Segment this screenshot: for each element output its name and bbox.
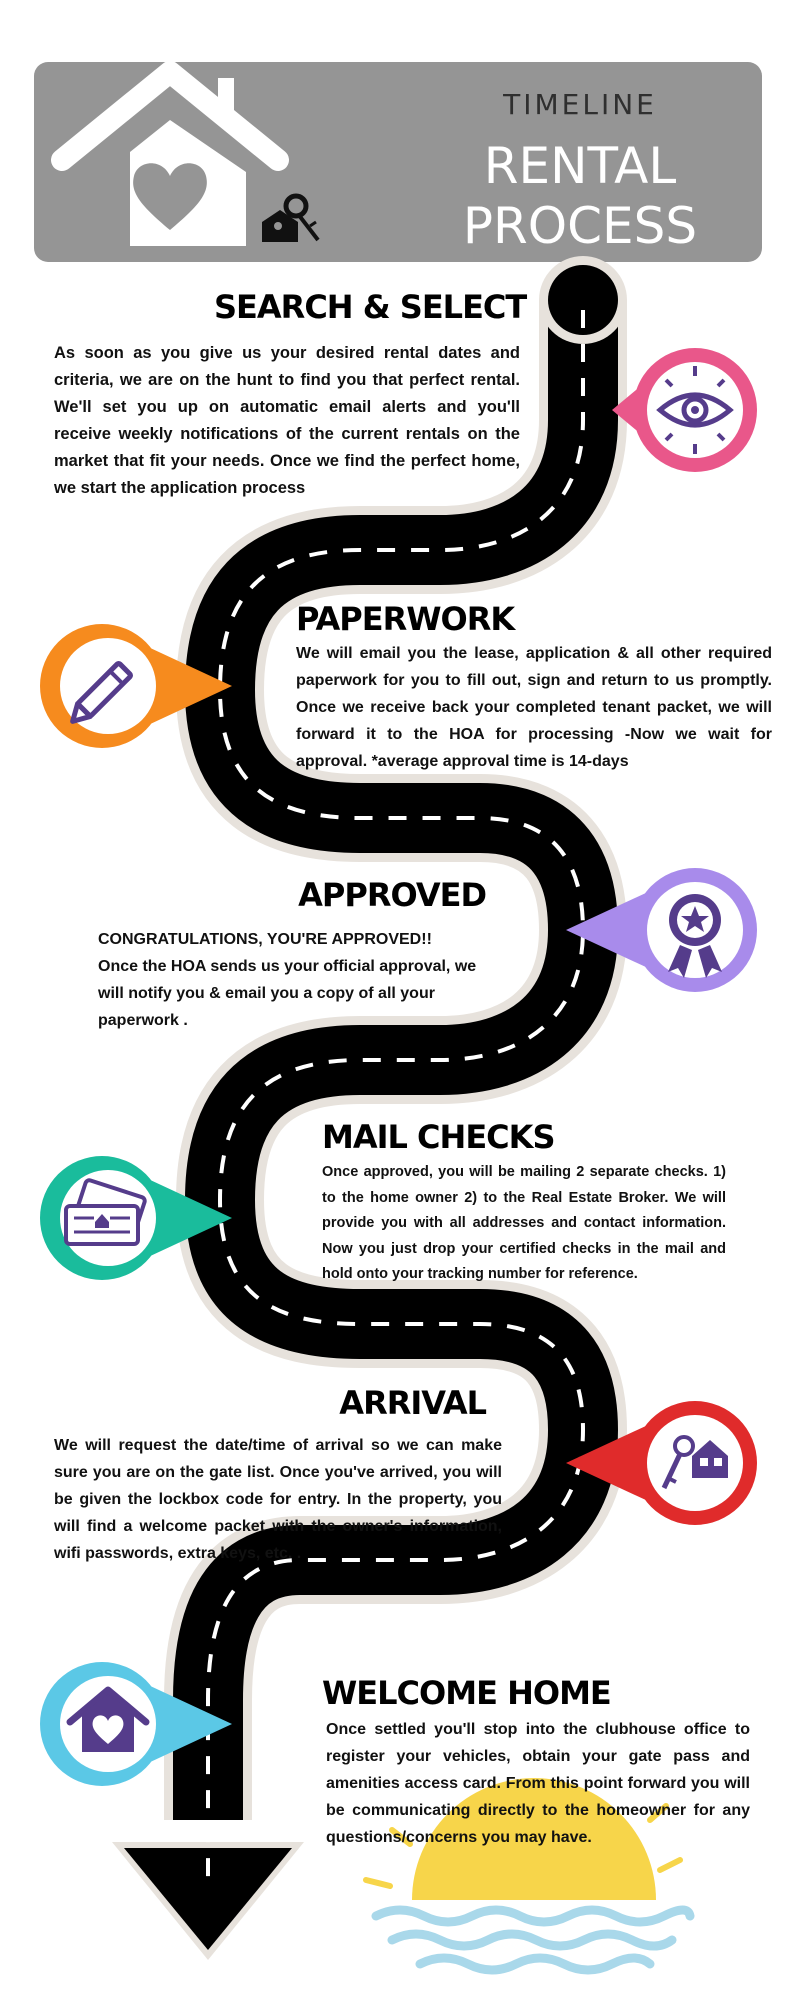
keys-icon <box>262 193 320 242</box>
house-heart-icon <box>51 61 289 246</box>
marker-approved <box>566 868 757 992</box>
header-subtitle: TIMELINE <box>503 88 657 121</box>
marker-welcome-home <box>40 1662 232 1786</box>
step-title-welcome-home: WELCOME HOME <box>322 1674 612 1712</box>
heart-house-icon <box>66 1686 150 1752</box>
step-approved-text: CONGRATULATIONS, YOU'RE APPROVED!! Once … <box>98 926 498 1034</box>
step-title-arrival: ARRIVAL <box>339 1384 487 1422</box>
marker-paperwork <box>40 624 232 748</box>
step-body-search-select: As soon as you give us your desired rent… <box>54 344 520 497</box>
marker-arrival <box>566 1401 757 1525</box>
award-ribbon-icon <box>668 894 722 978</box>
step-body-paperwork: We will email you the lease, application… <box>296 645 772 770</box>
check-envelope-icon <box>64 1178 147 1246</box>
step-title-mail-checks: MAIL CHECKS <box>322 1118 555 1156</box>
header-title: RENTAL PROCESS <box>430 136 730 256</box>
sunset-icon <box>363 1778 695 1975</box>
marker-search <box>612 348 757 472</box>
step-title-search-select: SEARCH & SELECT <box>214 288 527 326</box>
step-title-paperwork: PAPERWORK <box>296 600 515 638</box>
step-body-welcome-home: Once settled you'll stop into the clubho… <box>326 1721 750 1846</box>
header-title-line1: RENTAL <box>483 137 677 195</box>
pencil-icon <box>70 660 134 724</box>
step-title-approved: APPROVED <box>298 876 487 914</box>
marker-mail-checks <box>40 1156 232 1280</box>
step-body-arrival: We will request the date/time of arrival… <box>54 1437 502 1562</box>
house-keys-icon <box>661 1435 728 1490</box>
step-body-mail-checks: Once approved, you will be mailing 2 sep… <box>322 1164 726 1282</box>
approved-heading: CONGRATULATIONS, YOU'RE APPROVED!! <box>98 931 432 948</box>
eye-icon <box>656 366 734 454</box>
step-body-approved: Once the HOA sends us your official appr… <box>98 958 477 1029</box>
header-title-line2: PROCESS <box>462 197 698 255</box>
winding-road <box>112 256 627 1960</box>
